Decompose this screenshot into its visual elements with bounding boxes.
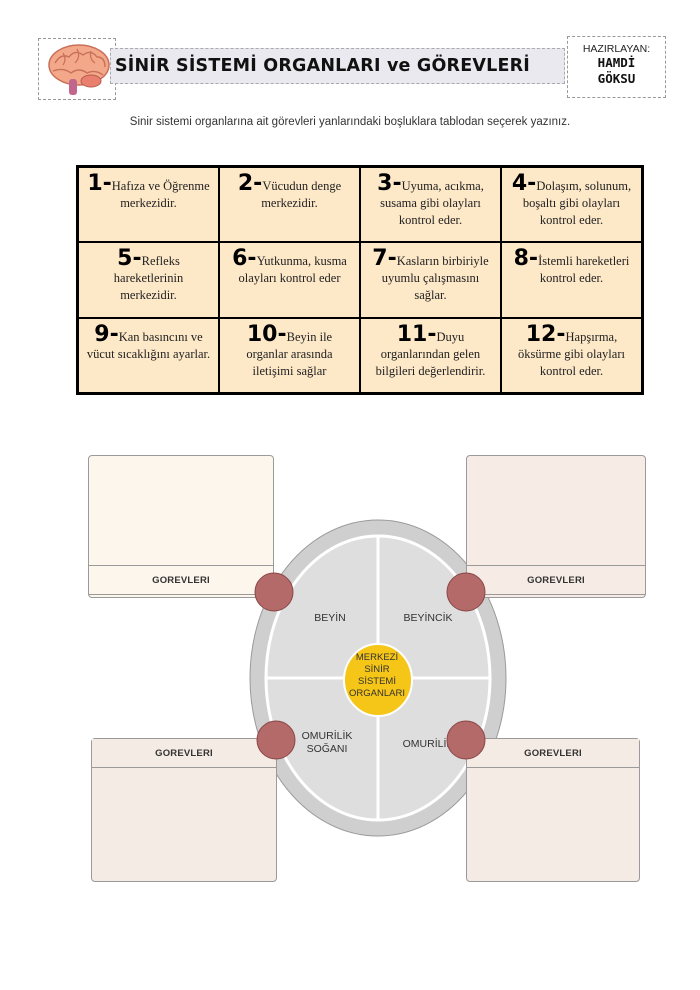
- task-cell: 6-Yutkunma, kusma olayları kontrol eder: [219, 242, 360, 318]
- task-text: Hafıza ve Öğrenme merkezidir.: [111, 179, 210, 210]
- task-text: Kasların birbiriyle uyumlu çalışmasını s…: [381, 254, 489, 303]
- card-label: GOREVLERI: [89, 565, 273, 595]
- card-label: GOREVLERI: [92, 739, 276, 768]
- task-card-bottom-left[interactable]: GOREVLERI: [91, 738, 277, 882]
- task-number: 10-: [246, 321, 287, 347]
- task-text: Kan basıncını ve vücut sıcaklığını ayarl…: [86, 329, 211, 361]
- task-text: Dolaşım, solunum, boşaltı gibi olayları …: [522, 179, 632, 227]
- author-label: HAZIRLAYAN:: [582, 43, 651, 55]
- organ-label-brain: BEYİN: [314, 612, 346, 624]
- task-number: 6-: [232, 246, 257, 272]
- author-box: HAZIRLAYAN: HAMDİ GÖKSU: [567, 36, 666, 98]
- task-text: Uyuma, acıkma, susama gibi olayları kont…: [380, 179, 484, 227]
- task-card-top-left[interactable]: GOREVLERI: [88, 455, 274, 598]
- task-text: İstemli hareketleri kontrol eder.: [538, 254, 630, 286]
- title-banner: SİNİR SİSTEMİ ORGANLARI ve GÖREVLERİ: [110, 48, 565, 84]
- task-cell: 11-Duyu organlarından gelen bilgileri de…: [360, 317, 501, 393]
- task-number: 9-: [94, 321, 119, 347]
- task-cell: 2-Vücudun denge merkezidir.: [219, 167, 360, 243]
- task-cell: 5-Refleks hareketlerinin merkezidir.: [78, 242, 219, 318]
- task-cell: 10-Beyin ile organlar arasında iletişimi…: [219, 317, 360, 393]
- author-first-name: HAMDİ: [597, 55, 636, 70]
- task-cell: 7-Kasların birbiriyle uyumlu çalışmasını…: [360, 242, 501, 318]
- task-text: Vücudun denge merkezidir.: [261, 179, 342, 210]
- task-cell: 4-Dolaşım, solunum, boşaltı gibi olaylar…: [501, 167, 642, 243]
- task-number: 3-: [377, 171, 402, 196]
- task-number: 5-: [117, 246, 142, 272]
- task-card-top-right[interactable]: GOREVLERI: [466, 455, 646, 598]
- brain-icon: [48, 44, 110, 95]
- task-text: Beyin ile organlar arasında iletişimi sa…: [246, 329, 333, 378]
- task-table: 1-Hafıza ve Öğrenme merkezidir. 2-Vücudu…: [76, 165, 644, 395]
- logo: [38, 38, 116, 100]
- task-number: 11-: [396, 321, 437, 347]
- task-text: Yutkunma, kusma olayları kontrol eder: [238, 254, 347, 286]
- center-label: MERKEZİ SİNİR SİSTEMİ ORGANLARI: [349, 652, 405, 699]
- task-cell: 12-Hapşırma, öksürme gibi olayları kontr…: [501, 317, 642, 393]
- organ-label-cerebellum: BEYİNCİK: [403, 612, 453, 624]
- card-label: GOREVLERI: [467, 739, 639, 768]
- task-text: Refleks hareketlerinin merkezidir.: [113, 254, 184, 303]
- task-cell: 3-Uyuma, acıkma, susama gibi olayları ko…: [360, 167, 501, 243]
- page-title: SİNİR SİSTEMİ ORGANLARI ve GÖREVLERİ: [115, 56, 531, 76]
- task-cell: 1-Hafıza ve Öğrenme merkezidir.: [78, 167, 219, 243]
- author-last-name: GÖKSU: [597, 71, 636, 86]
- task-number: 2-: [237, 171, 263, 196]
- task-number: 12-: [525, 321, 566, 347]
- task-number: 1-: [87, 171, 112, 196]
- organ-label-spinal-cord: OMURİLİK: [402, 738, 454, 750]
- task-card-bottom-right[interactable]: GOREVLERI: [466, 738, 640, 882]
- task-number: 4-: [511, 171, 537, 196]
- card-label: GOREVLERI: [467, 565, 645, 595]
- organ-label-medulla: OMURİLİK SOĞANI: [301, 730, 353, 755]
- task-cell: 8-İstemli hareketleri kontrol eder.: [501, 242, 642, 318]
- task-number: 7-: [372, 246, 397, 272]
- instruction-text: Sinir sistemi organlarına ait görevleri …: [129, 116, 571, 128]
- task-text: Hapşırma, öksürme gibi olayları kontrol …: [518, 329, 625, 378]
- task-cell: 9-Kan basıncını ve vücut sıcaklığını aya…: [78, 317, 219, 393]
- task-number: 8-: [513, 246, 539, 272]
- task-text: Duyu organlarından gelen bilgileri değer…: [375, 329, 486, 378]
